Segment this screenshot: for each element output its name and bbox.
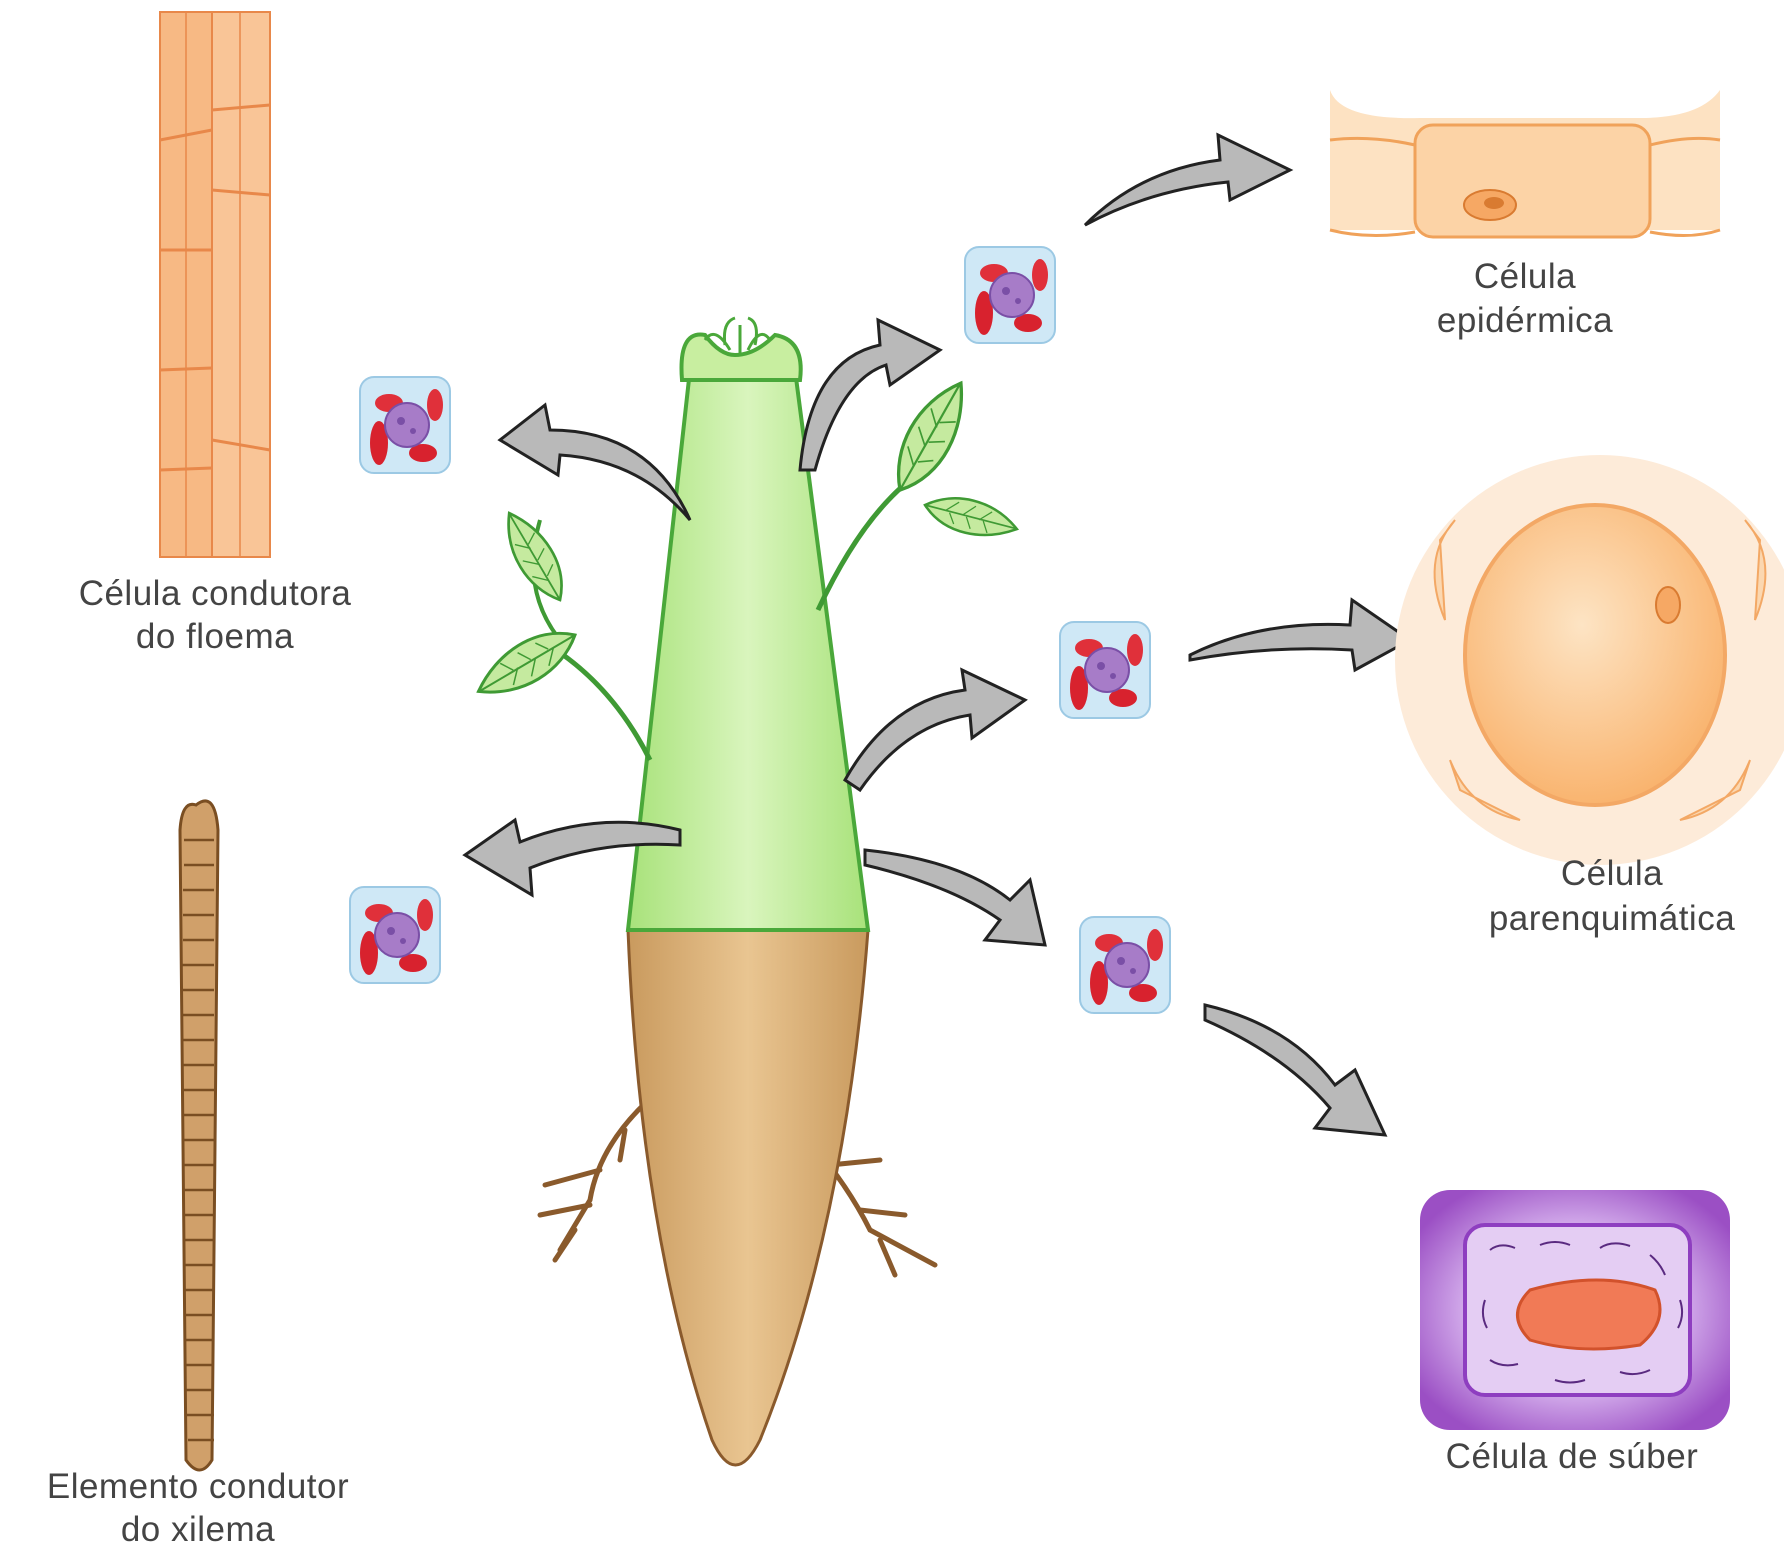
meristem-cell-icon	[1080, 917, 1170, 1013]
suber-cell-illustration	[1420, 1190, 1730, 1430]
meristem-cell-icon	[1060, 622, 1150, 718]
xylem-element-illustration	[180, 801, 218, 1470]
meristem-cell-icon	[350, 887, 440, 983]
arrow-icon	[500, 405, 690, 520]
plant-body	[468, 318, 1021, 1465]
phloem-label-line-2: do floema	[136, 617, 294, 656]
arrow-icon	[1190, 600, 1410, 670]
meristem-cell-icon	[965, 247, 1055, 343]
arrow-icon	[1085, 135, 1290, 225]
parenchyma-label-line-2: parenquimática	[1489, 899, 1735, 938]
differentiation-arrows	[465, 135, 1410, 1135]
parenchyma-label-line-1: Célula	[1561, 854, 1663, 893]
epidermal-label-line-2: epidérmica	[1437, 301, 1613, 340]
suber-label: Célula de súber	[1446, 1437, 1699, 1476]
epidermal-label-line-1: Célula	[1474, 257, 1576, 296]
arrow-icon	[1205, 1005, 1385, 1135]
epidermal-cell-illustration	[1330, 90, 1720, 237]
meristem-cell-icon	[360, 377, 450, 473]
parenchyma-cell-illustration	[1395, 455, 1784, 865]
arrow-icon	[845, 670, 1025, 790]
arrow-icon	[865, 850, 1045, 945]
phloem-cell-illustration	[160, 12, 270, 557]
xylem-label-line-1: Elemento condutor	[47, 1467, 349, 1506]
xylem-label-line-2: do xilema	[121, 1510, 275, 1549]
phloem-label-line-1: Célula condutora	[79, 574, 352, 613]
